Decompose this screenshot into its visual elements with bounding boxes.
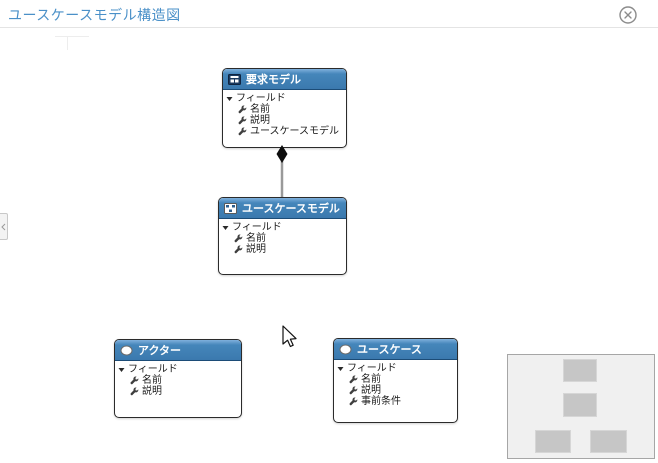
composition-diamond-icon bbox=[276, 145, 288, 163]
node-header[interactable]: 要求モデル bbox=[223, 69, 346, 90]
wrench-icon bbox=[234, 245, 243, 254]
guide-mark-vertical bbox=[67, 36, 68, 50]
tree-item[interactable]: 説明 bbox=[219, 244, 346, 255]
composition-connector bbox=[272, 145, 292, 203]
field-label: 説明 bbox=[361, 385, 381, 396]
tree-group-row[interactable]: フィールド bbox=[219, 222, 346, 233]
field-label: ユースケースモデル bbox=[250, 126, 339, 137]
tree-group-label: フィールド bbox=[236, 93, 286, 104]
minimap-panel[interactable] bbox=[507, 354, 655, 459]
tree-group-label: フィールド bbox=[128, 364, 178, 375]
triangle-down-icon[interactable] bbox=[222, 225, 229, 231]
node-body: フィールド 名前 説明 ユースケースモデル bbox=[223, 90, 346, 137]
field-label: 名前 bbox=[361, 374, 381, 385]
minimap-node-rect bbox=[535, 430, 571, 453]
header-divider bbox=[0, 27, 658, 28]
minimap-node-rect bbox=[563, 359, 597, 382]
chevron-left-icon bbox=[1, 218, 6, 236]
node-title: アクター bbox=[138, 345, 182, 357]
field-label: 事前条件 bbox=[361, 396, 401, 407]
tree-item[interactable]: 説明 bbox=[223, 115, 346, 126]
structure-diagram-icon bbox=[224, 202, 237, 214]
ellipse-icon bbox=[339, 344, 352, 355]
tree-group-row[interactable]: フィールド bbox=[223, 93, 346, 104]
node-header[interactable]: ユースケース bbox=[334, 339, 457, 360]
wrench-icon bbox=[238, 127, 247, 136]
tree-item[interactable]: 説明 bbox=[115, 386, 241, 397]
node-header[interactable]: アクター bbox=[115, 340, 241, 361]
node-requirements-model[interactable]: 要求モデル フィールド 名前 説明 bbox=[222, 68, 347, 148]
panel-collapse-handle[interactable] bbox=[0, 213, 8, 240]
node-body: フィールド 名前 説明 bbox=[115, 361, 241, 397]
wrench-icon bbox=[349, 397, 358, 406]
field-label: 名前 bbox=[250, 104, 270, 115]
node-title: 要求モデル bbox=[246, 74, 301, 86]
tree-group-label: フィールド bbox=[232, 222, 282, 233]
field-label: 説明 bbox=[142, 386, 162, 397]
wrench-icon bbox=[349, 386, 358, 395]
minimap-node-rect bbox=[563, 393, 597, 417]
tree-item[interactable]: 説明 bbox=[334, 385, 457, 396]
field-label: 名前 bbox=[142, 375, 162, 386]
wrench-icon bbox=[130, 376, 139, 385]
minimap-node-rect bbox=[590, 430, 627, 453]
wrench-icon bbox=[130, 387, 139, 396]
node-title: ユースケース bbox=[357, 344, 422, 356]
tree-item[interactable]: 名前 bbox=[115, 375, 241, 386]
guide-mark-horizontal bbox=[55, 36, 89, 37]
node-body: フィールド 名前 説明 事前条件 bbox=[334, 360, 457, 407]
close-button[interactable] bbox=[618, 5, 638, 25]
tree-item[interactable]: 名前 bbox=[334, 374, 457, 385]
tree-item[interactable]: 名前 bbox=[219, 233, 346, 244]
tree-item[interactable]: 事前条件 bbox=[334, 396, 457, 407]
node-usecase[interactable]: ユースケース フィールド 名前 説明 bbox=[333, 338, 458, 423]
wrench-icon bbox=[234, 234, 243, 243]
node-header[interactable]: ユースケースモデル bbox=[219, 198, 346, 219]
field-label: 説明 bbox=[246, 244, 266, 255]
tree-group-row[interactable]: フィールド bbox=[115, 364, 241, 375]
page-title: ユースケースモデル構造図 bbox=[8, 7, 181, 23]
tree-item[interactable]: ユースケースモデル bbox=[223, 126, 346, 137]
triangle-down-icon[interactable] bbox=[226, 96, 233, 102]
node-usecase-model[interactable]: ユースケースモデル フィールド 名前 説明 bbox=[218, 197, 347, 275]
node-title: ユースケースモデル bbox=[242, 203, 340, 215]
node-actor[interactable]: アクター フィールド 名前 説明 bbox=[114, 339, 242, 418]
model-window-icon bbox=[228, 73, 241, 85]
triangle-down-icon[interactable] bbox=[337, 366, 344, 372]
tree-group-label: フィールド bbox=[347, 363, 397, 374]
field-label: 説明 bbox=[250, 115, 270, 126]
tree-item[interactable]: 名前 bbox=[223, 104, 346, 115]
wrench-icon bbox=[238, 116, 247, 125]
triangle-down-icon[interactable] bbox=[118, 367, 125, 373]
wrench-icon bbox=[238, 105, 247, 114]
close-icon bbox=[618, 6, 638, 29]
field-label: 名前 bbox=[246, 233, 266, 244]
node-body: フィールド 名前 説明 bbox=[219, 219, 346, 255]
wrench-icon bbox=[349, 375, 358, 384]
ellipse-icon bbox=[120, 345, 133, 356]
mouse-cursor-icon bbox=[282, 325, 302, 358]
tree-group-row[interactable]: フィールド bbox=[334, 363, 457, 374]
